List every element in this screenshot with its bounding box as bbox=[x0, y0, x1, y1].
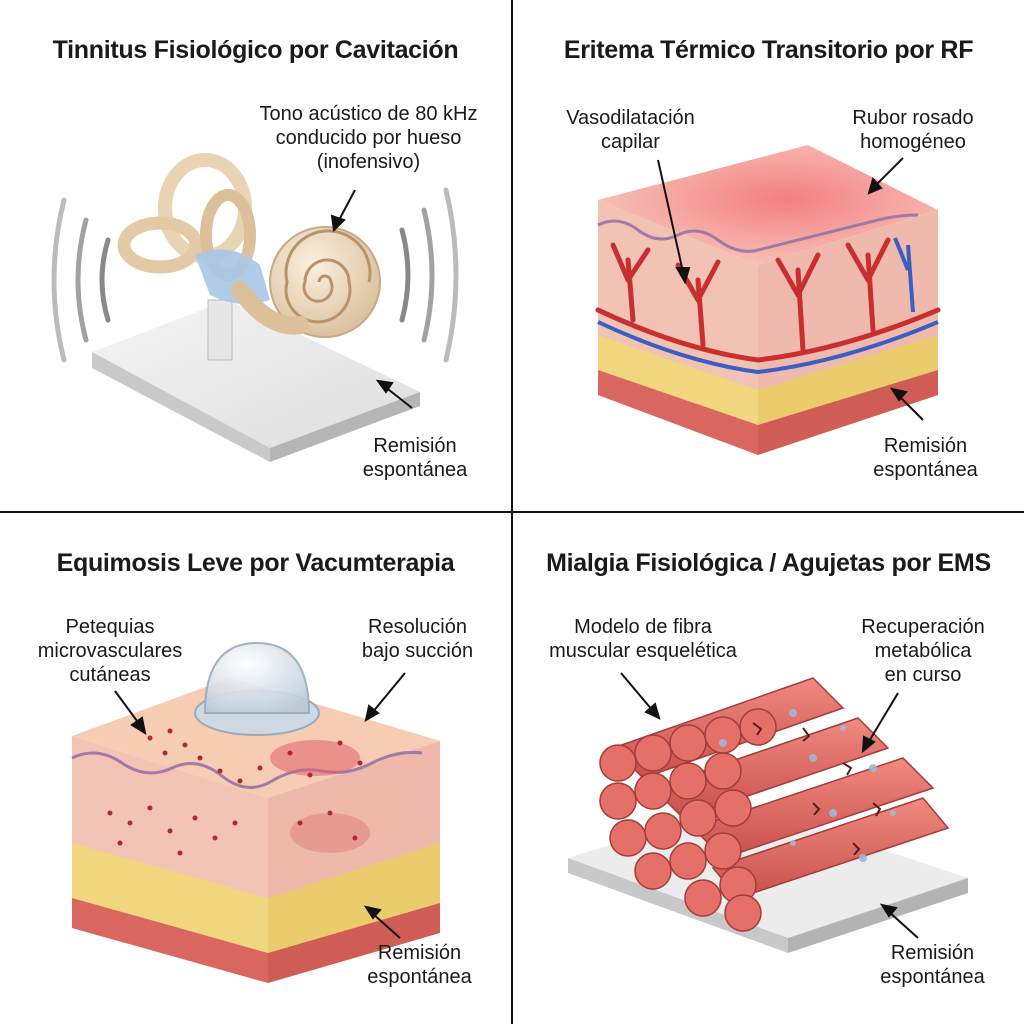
cochlea-spiral bbox=[284, 229, 372, 324]
vestibule bbox=[195, 249, 270, 304]
panel-tinnitus: Tinnitus Fisiológico por Cavitación bbox=[0, 0, 511, 511]
micro-tears bbox=[752, 722, 882, 856]
skin-block-ecchymosis bbox=[71, 641, 440, 983]
base-slab-left bbox=[92, 352, 270, 462]
label-under-suction: bajo succión bbox=[361, 640, 474, 662]
label-in-progress: en curso bbox=[884, 664, 962, 686]
muscle-fiber-illustration bbox=[568, 672, 968, 953]
label-petechiae: Petequias bbox=[65, 616, 155, 638]
horizontal-divider bbox=[0, 511, 1024, 513]
skin-block-erythema bbox=[595, 145, 941, 455]
cochlea bbox=[269, 226, 381, 338]
epidermis-line bbox=[71, 751, 423, 789]
label-remission: Remisión bbox=[883, 435, 968, 457]
label-homogeneous: homogéneo bbox=[860, 131, 966, 153]
fiber-ends bbox=[599, 708, 777, 932]
panel-title: Equimosis Leve por Vacumterapia bbox=[56, 549, 455, 577]
suction-cup bbox=[203, 641, 311, 714]
label-spontaneous: espontánea bbox=[367, 966, 472, 988]
label-remission: Remisión bbox=[373, 435, 457, 457]
vein bbox=[597, 320, 939, 375]
sound-waves-right bbox=[399, 187, 459, 363]
pointer-arrows bbox=[620, 672, 919, 939]
inner-ear-illustration bbox=[51, 153, 459, 462]
panel-title: Tinnitus Fisiológico por Cavitación bbox=[52, 36, 459, 64]
cochlea-bridge bbox=[231, 281, 309, 335]
fat-layer-left bbox=[598, 335, 758, 425]
label-spontaneous: espontánea bbox=[873, 459, 978, 481]
pointer-arrows bbox=[657, 157, 924, 421]
label-skeletal-muscle: muscular esquelética bbox=[549, 640, 737, 662]
petechiae bbox=[107, 728, 363, 856]
bruise bbox=[270, 740, 360, 776]
label-remission: Remisión bbox=[377, 942, 462, 964]
label-cutaneous: cutáneas bbox=[69, 664, 151, 686]
pointer-arrows bbox=[114, 672, 406, 939]
base-slab-right bbox=[270, 392, 420, 462]
label-metabolic: metabólica bbox=[874, 640, 972, 662]
label-vasodilation: Vasodilatación bbox=[566, 107, 695, 129]
label-pink-flush: Rubor rosado bbox=[852, 107, 974, 129]
muscle-layer-right bbox=[268, 903, 440, 983]
label-tone: Tono acústico de 80 kHz bbox=[259, 103, 478, 125]
panel-erythema: Eritema Térmico Transitorio por RF bbox=[513, 0, 1024, 511]
epidermis-line bbox=[597, 213, 919, 253]
panel-title: Eritema Térmico Transitorio por RF bbox=[563, 36, 974, 64]
base-slab-top bbox=[92, 300, 420, 448]
muscle-layer-left bbox=[72, 898, 268, 983]
stand bbox=[207, 299, 233, 361]
label-capillary: capilar bbox=[601, 131, 660, 153]
fat-layer-left bbox=[72, 843, 268, 953]
vein-branch bbox=[893, 237, 915, 313]
semicircular-canal bbox=[117, 216, 203, 274]
label-spontaneous: espontánea bbox=[362, 459, 468, 481]
bruise-deep bbox=[290, 813, 370, 853]
panel-title: Mialgia Fisiológica / Agujetas por EMS bbox=[546, 549, 991, 577]
sound-waves-left bbox=[51, 197, 111, 363]
metabolite-droplets bbox=[719, 709, 896, 862]
label-resolution: Resolución bbox=[368, 616, 467, 638]
label-fiber-model: Modelo de fibra bbox=[574, 616, 712, 638]
label-bone-conduction: conducido por hueso bbox=[275, 127, 462, 149]
panel-myalgia: Mialgia Fisiológica / Agujetas por EMS bbox=[513, 513, 1024, 1024]
base-slab-front bbox=[568, 858, 788, 953]
fat-layer-right bbox=[758, 335, 938, 425]
panel-ecchymosis: Equimosis Leve por Vacumterapia bbox=[0, 513, 511, 1024]
label-spontaneous: espontánea bbox=[880, 966, 985, 988]
muscle-layer-left bbox=[598, 370, 758, 455]
label-recovery: Recuperación bbox=[861, 616, 985, 638]
skin-top bbox=[598, 145, 938, 265]
label-remission: Remisión bbox=[890, 942, 975, 964]
label-harmless: (inofensivo) bbox=[316, 151, 421, 173]
base-slab-right bbox=[788, 878, 968, 953]
label-microvascular: microvasculares bbox=[37, 640, 183, 662]
fat-layer-right bbox=[268, 843, 440, 953]
pointer-arrows bbox=[330, 189, 413, 409]
